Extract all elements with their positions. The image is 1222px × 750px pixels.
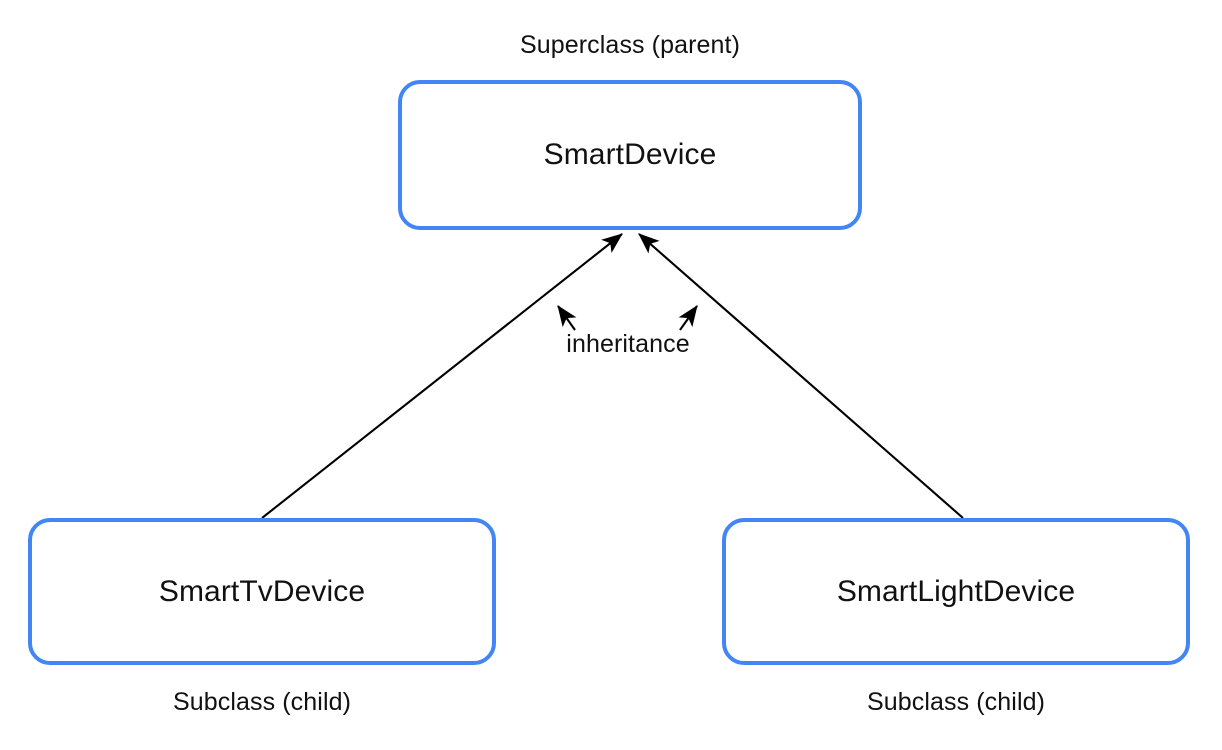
subclass-light-role-label: Subclass (child)	[866, 688, 1046, 716]
class-box-smarttvdevice[interactable]: SmartTvDevice	[28, 518, 496, 665]
inheritance-edge-label: inheritance	[566, 330, 690, 358]
subclass-tv-role-label: Subclass (child)	[172, 688, 352, 716]
inheritance-pointer-left-icon	[557, 305, 577, 331]
class-name-smarttvdevice: SmartTvDevice	[158, 574, 366, 608]
inheritance-pointer-right-icon	[678, 305, 698, 331]
superclass-role-label: Superclass (parent)	[519, 31, 741, 59]
edge-light-to-superclass	[638, 233, 964, 519]
class-box-smartlightdevice[interactable]: SmartLightDevice	[722, 518, 1190, 665]
class-name-smartdevice: SmartDevice	[543, 138, 717, 171]
edge-tv-to-superclass	[261, 233, 623, 519]
class-name-smartlightdevice: SmartLightDevice	[836, 574, 1076, 608]
class-box-smartdevice[interactable]: SmartDevice	[398, 80, 862, 230]
